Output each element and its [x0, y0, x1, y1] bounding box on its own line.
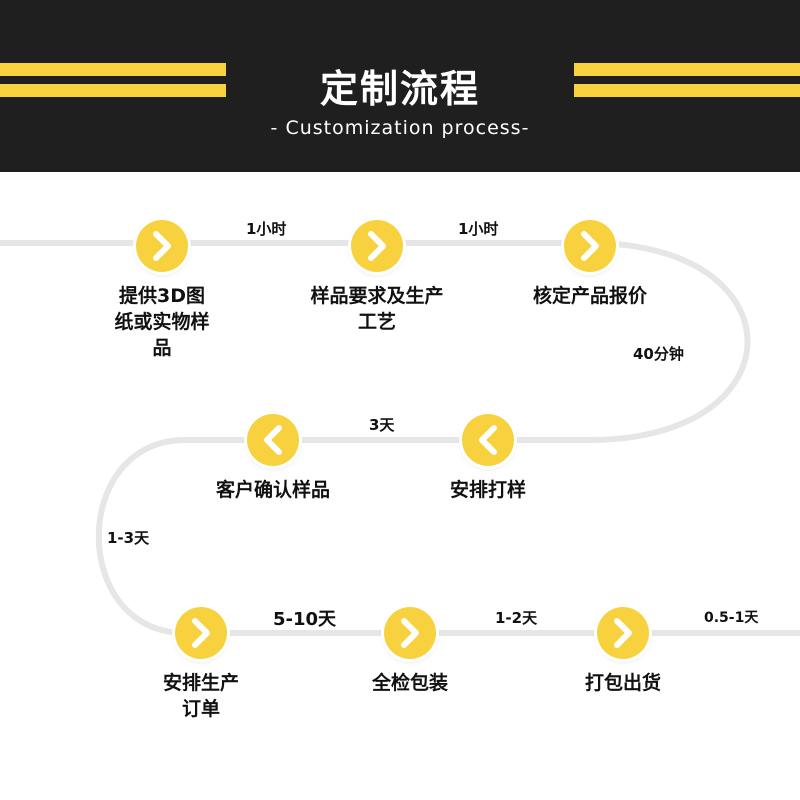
step-5-arrow-node — [247, 414, 299, 466]
duration-3: 40分钟 — [633, 345, 684, 363]
left-stripe-bottom — [0, 84, 226, 97]
step-1-arrow-node — [136, 220, 188, 272]
chevron-right-icon — [401, 618, 419, 648]
step-4-label: 安排打样 — [449, 479, 526, 501]
left-stripe-top — [0, 63, 226, 76]
duration-1: 1小时 — [246, 220, 287, 238]
step-6-arrow-node — [175, 607, 227, 659]
right-stripe-bottom — [574, 84, 800, 97]
chevron-right-icon — [581, 231, 599, 261]
chevron-right-icon — [614, 618, 632, 648]
step-8-arrow-node — [597, 607, 649, 659]
header-banner: 定制流程 - Customization process- — [0, 0, 800, 172]
duration-8: 0.5-1天 — [704, 610, 759, 626]
right-stripe-top — [574, 63, 800, 76]
chevron-left-icon — [479, 425, 497, 455]
chevron-right-icon — [153, 231, 171, 261]
step-4-arrow-node — [462, 414, 514, 466]
duration-6: 5-10天 — [273, 609, 337, 630]
step-6-label: 安排生产订单 — [162, 672, 239, 720]
step-7-label: 全检包装 — [371, 672, 448, 694]
step-3-arrow-node — [564, 220, 616, 272]
step-3-label: 核定产品报价 — [533, 285, 648, 307]
chevron-right-icon — [192, 618, 210, 648]
step-7-arrow-node — [384, 607, 436, 659]
chevron-left-icon — [264, 425, 282, 455]
step-5-label: 客户确认样品 — [215, 479, 330, 501]
chevron-right-icon — [368, 231, 386, 261]
step-2-label: 样品要求及生产工艺 — [310, 285, 444, 333]
page-title: 定制流程 — [319, 67, 480, 111]
duration-2: 1小时 — [458, 220, 499, 238]
step-1-label: 提供3D图纸或实物样品 — [114, 285, 210, 359]
step-2-arrow-node — [351, 220, 403, 272]
duration-5: 1-3天 — [107, 529, 150, 547]
step-8-label: 打包出货 — [584, 672, 661, 694]
duration-7: 1-2天 — [495, 609, 538, 627]
page-subtitle: - Customization process- — [270, 117, 530, 139]
duration-4: 3天 — [369, 416, 395, 434]
